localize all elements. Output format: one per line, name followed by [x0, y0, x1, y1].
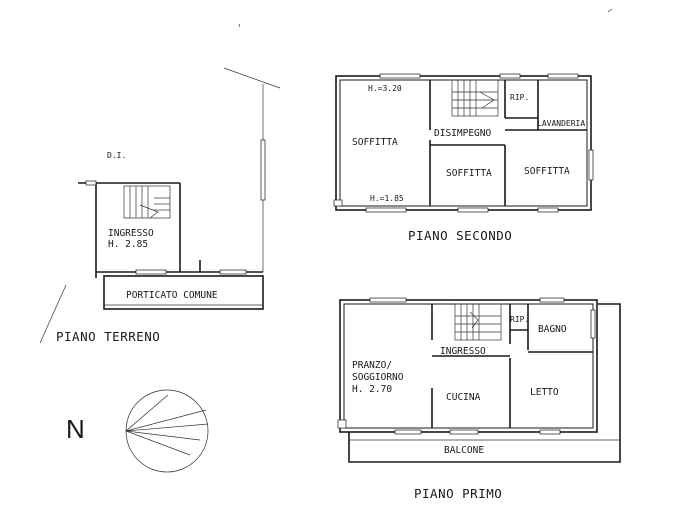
porticato-area: [103, 275, 264, 310]
window-mark: [379, 73, 421, 79]
window-mark: [457, 207, 489, 213]
first-height: H. 2.70: [352, 384, 392, 395]
ground-height-label: H. 2.85: [108, 239, 148, 250]
compass-rose: N: [66, 389, 209, 473]
second-staircase: [451, 79, 499, 117]
second-height-top: H.=3.20: [368, 84, 402, 93]
first-ingresso: INGRESSO: [440, 346, 486, 357]
second-rip: RIP.: [510, 93, 529, 102]
first-bagno: BAGNO: [538, 324, 567, 335]
window-mark: [337, 419, 347, 429]
first-cucina: CUCINA: [446, 392, 481, 403]
window-mark: [219, 269, 247, 275]
second-soffitta-big: SOFFITTA: [352, 137, 398, 148]
window-mark: [369, 297, 407, 303]
stray-mark: [238, 23, 241, 28]
first-floor-plan: RIP. BAGNO INGRESSO PRANZO/ SOGGIORNO H.…: [337, 297, 621, 501]
boundary-line: [39, 284, 67, 344]
north-label: N: [66, 414, 85, 444]
window-mark: [135, 269, 167, 275]
window-mark: [333, 199, 343, 207]
stray-mark: [607, 8, 613, 13]
second-lavanderia: LAVANDERIA: [537, 119, 585, 128]
balcone-outline: [348, 303, 621, 463]
first-floor-title: PIANO PRIMO: [414, 486, 502, 501]
ground-ingresso-label: INGRESSO: [108, 228, 154, 239]
first-interior-walls: [431, 304, 593, 428]
ground-floor-plan: D.I. INGRESSO H. 2.85 PORTICATO COMUNE P…: [39, 67, 281, 344]
window-mark: [539, 429, 561, 435]
first-balcone: BALCONE: [444, 445, 484, 456]
second-disimpegno: DISIMPEGNO: [434, 128, 491, 139]
porticato-label: PORTICATO COMUNE: [126, 290, 218, 301]
window-mark: [537, 207, 559, 213]
second-floor-plan: H.=3.20 SOFFITTA DISIMPEGNO RIP. LAVANDE…: [333, 73, 594, 243]
window-mark: [394, 429, 422, 435]
boundary-line: [223, 67, 281, 89]
first-rip: RIP.: [510, 315, 529, 324]
window-mark: [499, 73, 521, 79]
window-mark: [365, 207, 407, 213]
first-staircase: [454, 303, 502, 341]
first-pranzo-2: SOGGIORNO: [352, 372, 404, 383]
second-height-bottom: H.=1.85: [370, 194, 404, 203]
first-pranzo-1: PRANZO/: [352, 360, 392, 371]
di-label: D.I.: [107, 151, 126, 160]
compass-circle: [125, 389, 209, 473]
first-letto: LETTO: [530, 387, 559, 398]
ground-walls: [179, 252, 201, 272]
window-mark: [539, 297, 565, 303]
second-soffitta-mid: SOFFITTA: [446, 168, 492, 179]
window-mark: [85, 180, 97, 186]
window-mark: [449, 429, 479, 435]
second-interior-walls: [429, 80, 587, 206]
ground-staircase: [123, 185, 171, 219]
window-mark: [590, 309, 596, 339]
window-mark: [260, 139, 266, 201]
second-soffitta-right: SOFFITTA: [524, 166, 570, 177]
window-mark: [547, 73, 579, 79]
second-floor-title: PIANO SECONDO: [408, 228, 512, 243]
window-mark: [588, 149, 594, 181]
ground-floor-title: PIANO TERRENO: [56, 329, 160, 344]
